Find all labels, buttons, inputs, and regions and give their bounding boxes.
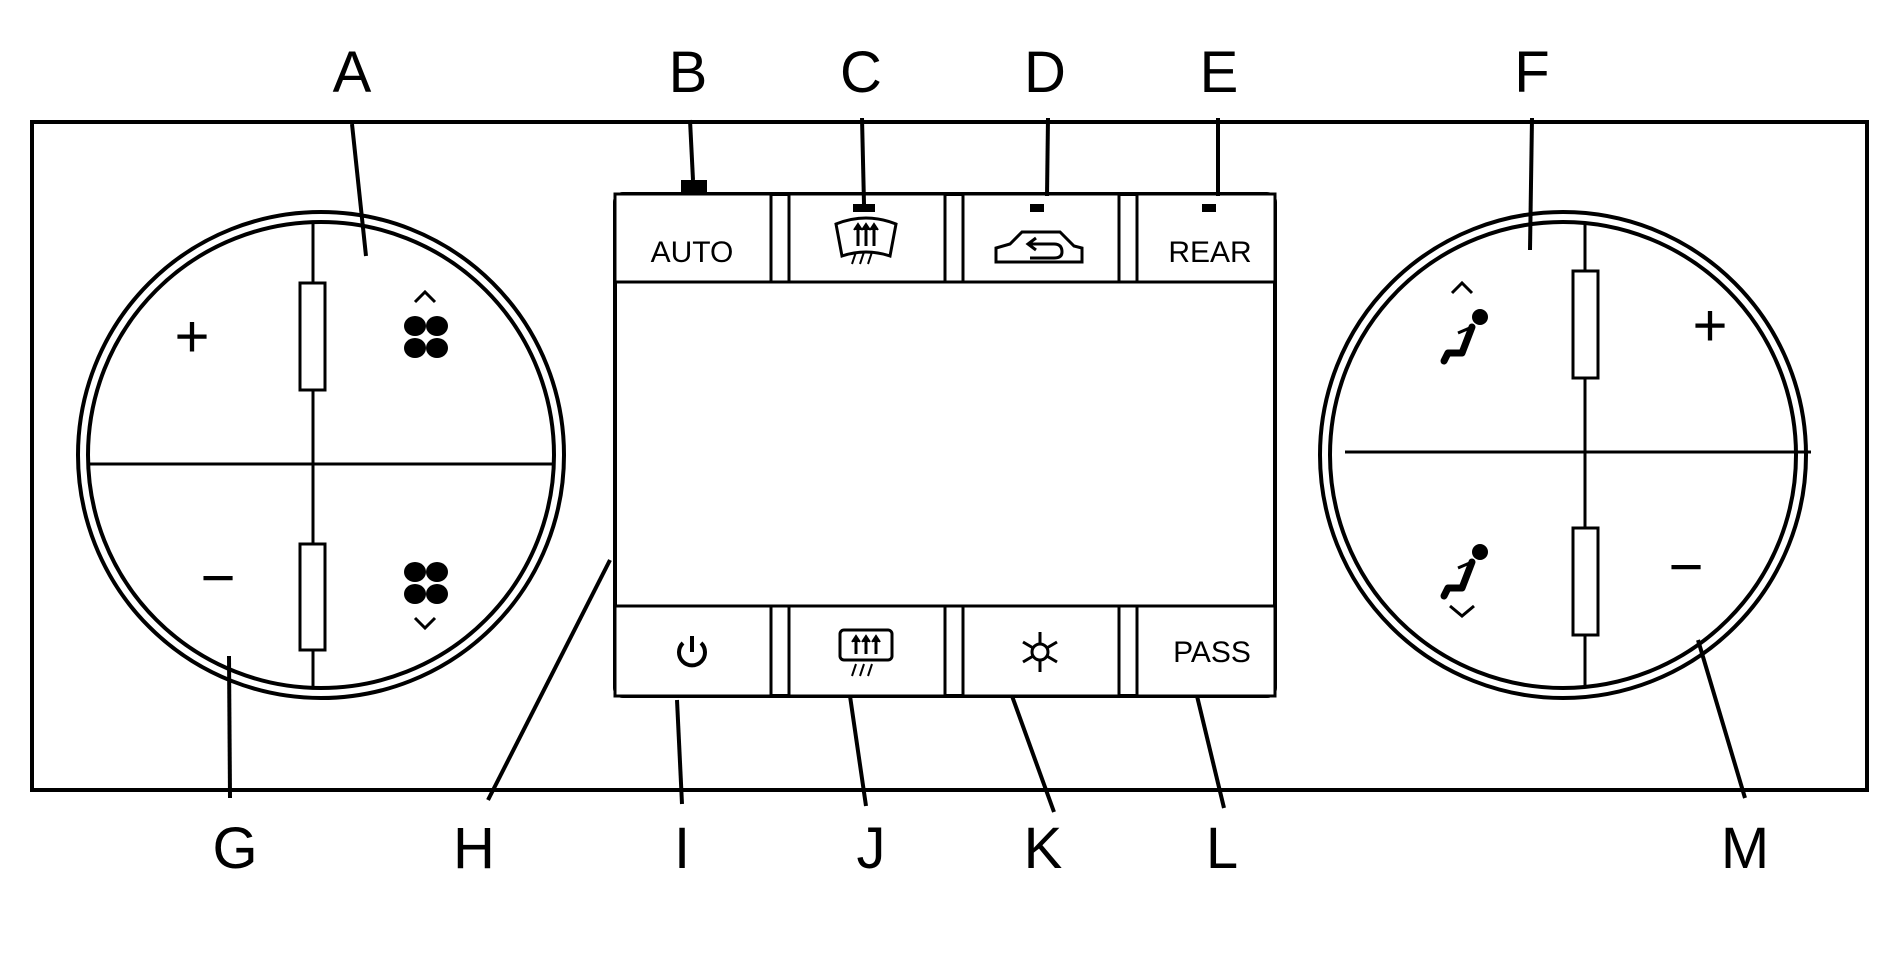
panel-frame [30, 120, 1869, 792]
callout-f: F [1514, 40, 1549, 105]
left-knob-lower-slot [298, 542, 327, 652]
recirculation-icon [994, 230, 1084, 264]
callout-i: I [674, 816, 690, 881]
front-defrost-indicator [853, 204, 875, 212]
rear-label: REAR [1168, 236, 1251, 269]
leader-lines [227, 117, 1747, 813]
front-defrost-icon [834, 216, 898, 265]
callout-labels: A B C D E F G H I J K L M [212, 40, 1769, 881]
power-icon [677, 636, 707, 668]
right-knob-minus-label: − [1668, 533, 1703, 600]
auto-indicator [681, 180, 707, 192]
rear-defrost-button[interactable] [787, 604, 947, 698]
left-knob-plus-label: + [174, 303, 209, 370]
rear-button[interactable]: REAR [1135, 192, 1277, 284]
auto-label: AUTO [651, 236, 734, 269]
center-display: AUTO [613, 180, 1277, 698]
air-mode-up-icon[interactable] [1440, 280, 1488, 365]
right-knob-lower-slot [1571, 526, 1600, 637]
callout-e: E [1200, 40, 1239, 105]
auto-button[interactable]: AUTO [613, 180, 773, 284]
left-knob[interactable]: + − [76, 210, 566, 700]
recirculation-button[interactable] [961, 192, 1121, 284]
callout-b: B [669, 40, 708, 105]
passenger-button[interactable]: PASS [1135, 604, 1277, 698]
right-knob-inner-ring [1328, 220, 1798, 690]
recirculation-indicator [1030, 204, 1044, 212]
rear-defrost-icon [838, 628, 894, 677]
right-knob-plus-label: + [1692, 292, 1727, 359]
front-defrost-button[interactable] [787, 192, 947, 284]
fan-up-icon[interactable] [404, 289, 448, 358]
ac-snowflake-icon [1022, 632, 1058, 672]
rear-indicator [1202, 204, 1216, 212]
air-mode-down-icon[interactable] [1440, 544, 1488, 618]
right-knob-upper-slot [1571, 269, 1600, 380]
callout-d: D [1024, 40, 1066, 105]
callout-l: L [1206, 816, 1238, 881]
callout-c: C [840, 40, 882, 105]
ac-button[interactable] [961, 604, 1121, 698]
callout-h: H [453, 816, 495, 881]
callout-k: K [1024, 816, 1063, 881]
callout-a: A [333, 40, 372, 105]
pass-label: PASS [1173, 636, 1251, 669]
fan-down-icon[interactable] [404, 562, 448, 631]
power-button[interactable] [613, 604, 773, 698]
callout-j: J [857, 816, 886, 881]
callout-g: G [212, 816, 257, 881]
callout-m: M [1721, 816, 1769, 881]
left-knob-upper-slot [298, 281, 327, 392]
right-knob[interactable]: + − [1318, 210, 1811, 700]
left-knob-minus-label: − [200, 544, 235, 611]
